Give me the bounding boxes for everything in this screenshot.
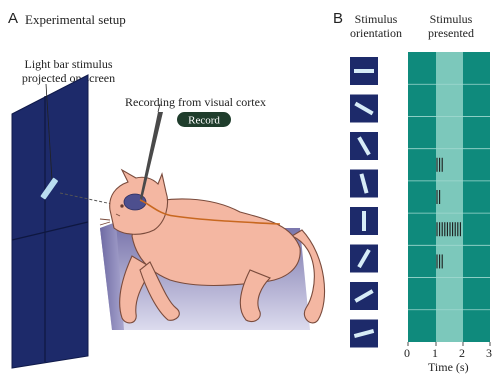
orientation-box — [350, 282, 378, 310]
spike-raster — [408, 52, 490, 342]
x-axis — [408, 342, 490, 346]
recording-label-leader — [158, 104, 160, 112]
orientation-box — [350, 245, 378, 273]
orientation-box — [350, 95, 378, 123]
orientation-box — [350, 170, 378, 198]
orientation-box — [350, 132, 378, 160]
orientation-column — [350, 57, 378, 348]
orientation-box — [350, 207, 378, 235]
record-badge: Record — [177, 112, 231, 127]
orientation-box — [350, 320, 378, 348]
orientation-box — [350, 57, 378, 85]
projection-screen — [12, 75, 88, 368]
orientation-bar — [362, 211, 366, 231]
orientation-bar — [354, 69, 374, 73]
record-badge-text: Record — [188, 115, 220, 127]
